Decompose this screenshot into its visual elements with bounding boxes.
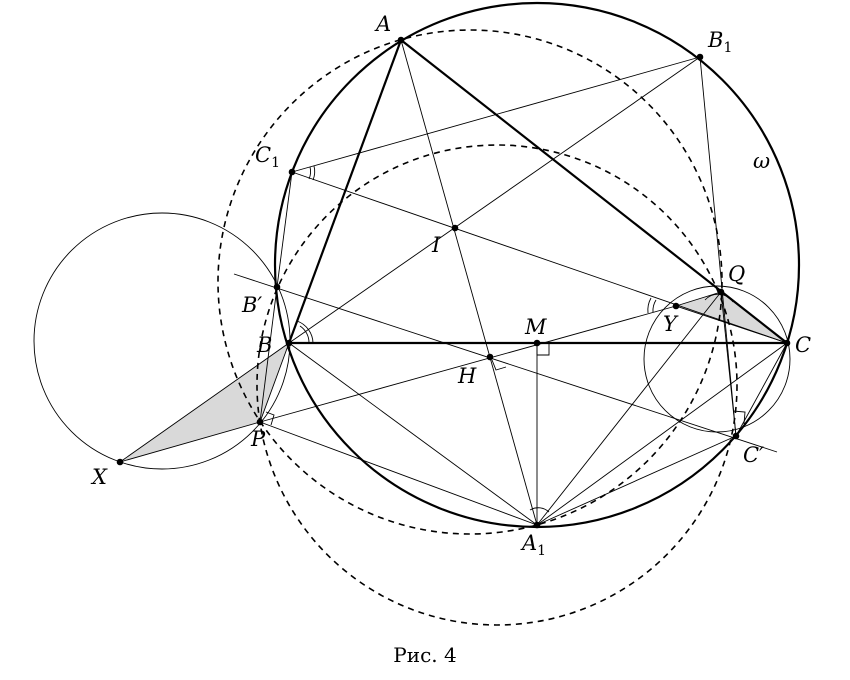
label-b1: B1 xyxy=(707,28,732,56)
line-bprime-cprime xyxy=(233,273,778,453)
line-c-cprime xyxy=(735,342,788,437)
shaded-triangle-xbp xyxy=(119,341,290,463)
point-i xyxy=(451,224,459,232)
right-angle-cprime xyxy=(732,410,746,425)
dashed-circle-lower xyxy=(256,144,738,626)
label-omega: ω xyxy=(753,149,770,173)
angle-arc-b1 xyxy=(299,325,310,344)
dashed-circle-large xyxy=(217,29,723,535)
label-x: X xyxy=(90,465,108,489)
point-q xyxy=(717,288,725,296)
point-x xyxy=(116,458,124,466)
label-b: B xyxy=(256,333,272,357)
line-a1-cprime xyxy=(536,435,737,526)
angle-arc-c1-2 xyxy=(312,165,316,181)
label-m: M xyxy=(524,315,547,339)
label-a: A xyxy=(374,12,391,36)
line-bprime-p xyxy=(259,286,278,423)
point-cprime xyxy=(732,432,740,440)
angle-arc-a1 xyxy=(529,507,550,513)
label-bprime: B′ xyxy=(241,293,262,317)
line-b-b1 xyxy=(288,56,701,344)
line-p-y xyxy=(259,305,677,423)
label-p: P xyxy=(250,427,266,451)
angle-arc-b2 xyxy=(296,320,314,344)
label-a1: A1 xyxy=(520,531,546,559)
point-b1 xyxy=(696,53,704,61)
point-h xyxy=(486,353,494,361)
point-a xyxy=(397,36,405,44)
angle-arc-y2 xyxy=(647,297,652,314)
right-angle-h xyxy=(491,359,507,371)
point-p xyxy=(256,418,264,426)
point-a1 xyxy=(533,521,541,529)
label-cprime: C′ xyxy=(743,443,764,467)
point-bprime xyxy=(273,283,281,291)
angle-arc-y1 xyxy=(652,299,657,313)
line-q-cprime xyxy=(720,291,737,437)
right-angle-m xyxy=(536,343,550,356)
label-y: Y xyxy=(663,312,679,336)
label-c: C xyxy=(795,333,811,357)
figure-caption: Рис. 4 xyxy=(393,643,456,667)
point-m xyxy=(533,339,541,347)
label-h: H xyxy=(457,364,477,388)
point-c xyxy=(783,339,791,347)
line-c1-c xyxy=(291,171,788,344)
label-q: Q xyxy=(728,262,745,286)
right-angle-p xyxy=(265,411,275,426)
line-a1-q xyxy=(536,291,722,526)
label-c1: C1 xyxy=(255,143,280,171)
line-a-a1 xyxy=(400,39,538,526)
point-y xyxy=(672,302,680,310)
side-ab xyxy=(287,39,403,344)
line-c1-b1 xyxy=(291,56,701,173)
label-i: I xyxy=(431,233,441,257)
line-p-a1 xyxy=(259,421,538,526)
angle-arc-c1-1 xyxy=(308,166,311,180)
line-a1-c xyxy=(536,342,788,526)
point-c1 xyxy=(288,168,296,176)
line-b-a1 xyxy=(288,342,538,526)
line-c1-bprime xyxy=(276,171,293,288)
line-b1-cprime xyxy=(699,56,737,437)
point-b xyxy=(285,339,293,347)
